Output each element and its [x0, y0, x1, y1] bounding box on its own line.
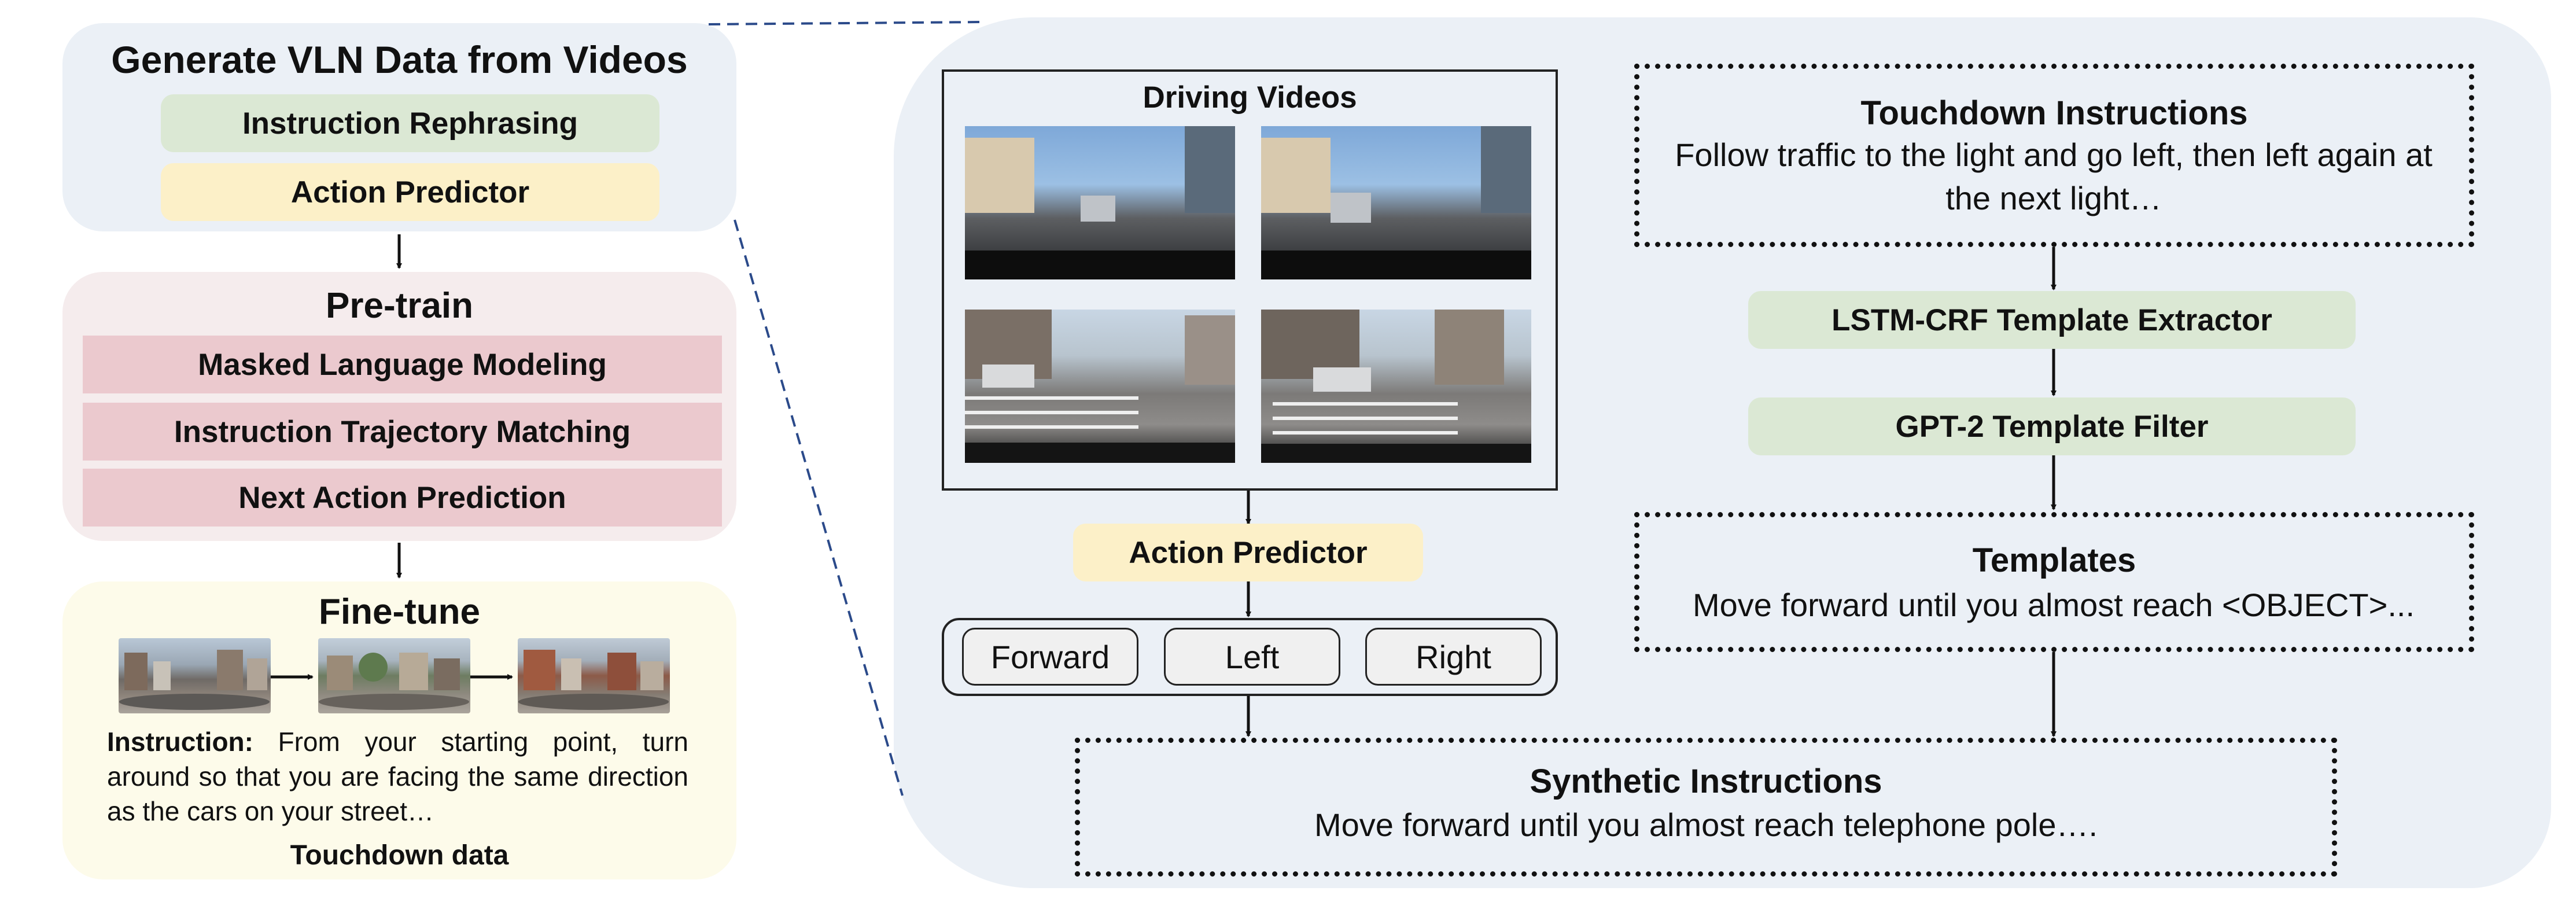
- action-left: Left: [1164, 628, 1340, 686]
- touchdown-data-caption: Touchdown data: [290, 840, 509, 871]
- synthetic-instructions-title: Synthetic Instructions: [1530, 762, 1882, 800]
- action-predictor-box-left: Action Predictor: [161, 163, 659, 221]
- generate-title: Generate VLN Data from Videos: [111, 38, 688, 81]
- touchdown-instructions-text: Follow traffic to the light and go left,…: [1675, 137, 2433, 216]
- zoom-line-top: [708, 21, 984, 25]
- panorama-image-2: [318, 638, 470, 713]
- synthetic-instructions-box: [1075, 738, 2337, 877]
- instruction-text: From your starting point, turn around so…: [107, 727, 688, 826]
- driving-videos-box: [942, 69, 1558, 491]
- video-frame-1: [965, 126, 1235, 279]
- task-instruction-trajectory-matching: Instruction Trajectory Matching: [83, 403, 722, 461]
- action-predictor-box-right: Action Predictor: [1073, 524, 1423, 581]
- instruction-rephrasing-box: Instruction Rephrasing: [161, 94, 659, 152]
- driving-videos-title: Driving Videos: [1143, 80, 1357, 115]
- pretrain-title: Pre-train: [326, 285, 473, 326]
- touchdown-instructions-box: [1634, 64, 2474, 247]
- panorama-image-1: [119, 638, 271, 713]
- touchdown-instructions-title: Touchdown Instructions: [1860, 94, 2248, 132]
- zoom-line-bottom: [734, 219, 904, 796]
- action-right: Right: [1365, 628, 1542, 686]
- finetune-instruction: Instruction: From your starting point, t…: [107, 724, 688, 829]
- templates-title: Templates: [1972, 541, 2136, 579]
- gpt2-filter-box: GPT-2 Template Filter: [1748, 397, 2356, 455]
- video-frame-4: [1261, 310, 1531, 463]
- templates-text: Move forward until you almost reach <OBJ…: [1692, 586, 2415, 623]
- task-masked-language-modeling: Masked Language Modeling: [83, 336, 722, 393]
- panorama-image-3: [518, 638, 670, 713]
- synthetic-instructions-text: Move forward until you almost reach tele…: [1314, 806, 2098, 843]
- instruction-label: Instruction:: [107, 727, 253, 757]
- action-forward: Forward: [962, 628, 1138, 686]
- lstm-crf-extractor-box: LSTM-CRF Template Extractor: [1748, 291, 2356, 349]
- video-frame-3: [965, 310, 1235, 463]
- task-next-action-prediction: Next Action Prediction: [83, 469, 722, 527]
- finetune-title: Fine-tune: [319, 591, 480, 632]
- video-frame-2: [1261, 126, 1531, 279]
- templates-box: [1634, 512, 2474, 652]
- finetune-panel: [62, 581, 736, 879]
